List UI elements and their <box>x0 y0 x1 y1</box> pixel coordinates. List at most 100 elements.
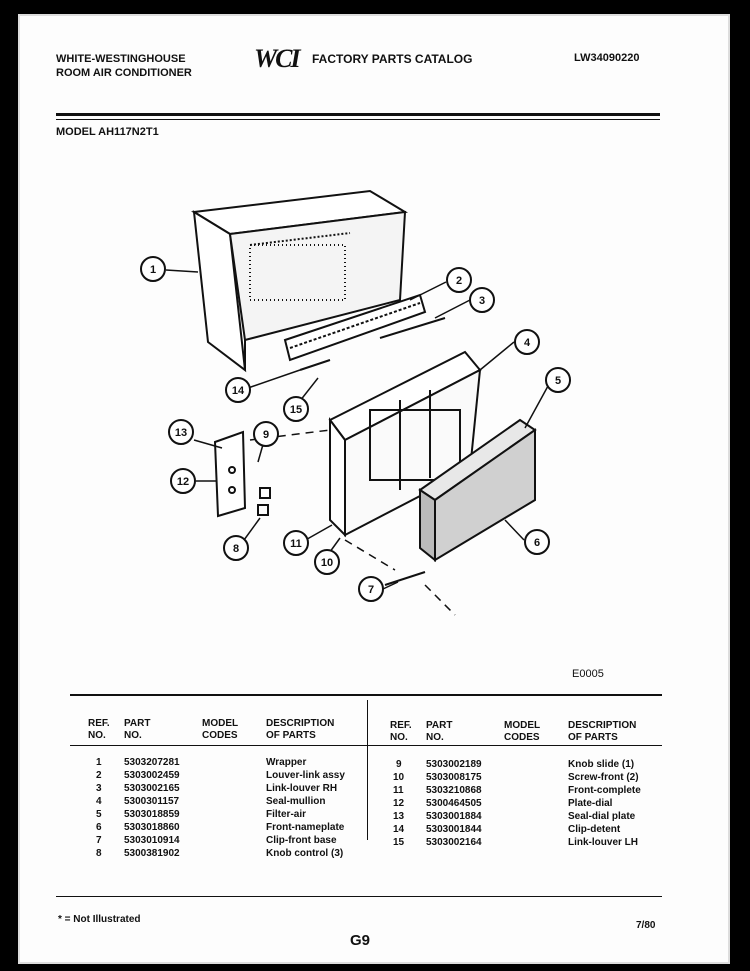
table-row-ref: 1 <box>96 757 102 768</box>
callout-13 <box>168 419 194 445</box>
table-row-part: 5303210868 <box>426 785 482 796</box>
table-row-ref: 4 <box>96 796 102 807</box>
callout-bubbles <box>140 256 571 602</box>
col-ref-right: REF. NO. <box>390 720 412 743</box>
table-column-divider <box>367 700 368 840</box>
wci-logo: WCI <box>254 44 301 73</box>
table-row-part: 5303008175 <box>426 772 482 783</box>
brand-block: WHITE-WESTINGHOUSE ROOM AIR CONDITIONER <box>56 52 192 80</box>
not-illustrated-note: * = Not Illustrated <box>58 914 141 925</box>
table-row-part: 5303002164 <box>426 837 482 848</box>
revision-date: 7/80 <box>636 920 656 931</box>
table-row-ref: 12 <box>393 798 405 809</box>
table-row-ref: 8 <box>96 848 102 859</box>
table-row-ref: 15 <box>393 837 405 848</box>
figure-reference: E0005 <box>572 668 604 680</box>
table-row-ref: 9 <box>396 759 402 770</box>
header-rule <box>56 113 660 116</box>
brand-name: WHITE-WESTINGHOUSE <box>56 53 186 65</box>
control-knob-part <box>257 487 271 516</box>
table-row-part: 5300464505 <box>426 798 482 809</box>
table-row-desc: Seal-mullion <box>266 796 326 807</box>
table-row-desc: Clip-detent <box>568 824 621 835</box>
table-row-desc: Seal-dial plate <box>568 811 636 822</box>
document-number: LW34090220 <box>574 52 640 64</box>
louver-assembly-part <box>283 293 446 371</box>
callout-14 <box>225 377 251 403</box>
callout-label-7: 7 <box>368 584 374 596</box>
callout-label-9: 9 <box>263 429 269 441</box>
footer-rule <box>56 896 662 897</box>
table-row-part: 5303002165 <box>124 783 180 794</box>
table-row-desc: Link-louver LH <box>568 837 639 848</box>
table-row-desc: Knob control (3) <box>266 848 344 859</box>
air-filter-part <box>418 418 537 563</box>
table-row-desc: Clip-front base <box>266 835 337 846</box>
callout-6 <box>524 529 550 555</box>
table-row-part: 5300381902 <box>124 848 180 859</box>
col-ref-left: REF. NO. <box>88 718 110 741</box>
product-type: ROOM AIR CONDITIONER <box>56 67 192 79</box>
callout-label-10: 10 <box>321 557 333 569</box>
callout-8 <box>223 535 249 561</box>
col-desc-right: DESCRIPTION OF PARTS <box>568 720 637 743</box>
callout-label-5: 5 <box>555 375 561 387</box>
callout-9 <box>253 421 279 447</box>
table-row-part: 5303002459 <box>124 770 180 781</box>
callout-label-8: 8 <box>233 543 239 555</box>
callout-7 <box>358 576 384 602</box>
clip-part <box>384 571 426 586</box>
callout-3 <box>469 287 495 313</box>
table-row-desc: Front-complete <box>568 785 641 796</box>
callout-10 <box>314 549 340 575</box>
table-row-ref: 14 <box>393 824 405 835</box>
table-row-desc: Plate-dial <box>568 798 613 809</box>
callout-12 <box>170 468 196 494</box>
callout-label-2: 2 <box>456 275 462 287</box>
header-rule-thin <box>56 119 660 120</box>
table-row-part: 5300301157 <box>124 796 180 807</box>
table-top-rule <box>70 694 662 696</box>
model-number: MODEL AH117N2T1 <box>56 126 159 138</box>
table-row-part: 5303018859 <box>124 809 180 820</box>
table-row-desc: Screw-front (2) <box>568 772 639 783</box>
table-row-ref: 5 <box>96 809 102 820</box>
table-row-ref: 13 <box>393 811 405 822</box>
table-row-part: 5303001844 <box>426 824 482 835</box>
callout-label-12: 12 <box>177 476 189 488</box>
col-part-left: PART NO. <box>124 718 151 741</box>
col-model-left: MODEL CODES <box>202 718 239 741</box>
col-desc-left: DESCRIPTION OF PARTS <box>266 718 335 741</box>
table-row-part: 5303018860 <box>124 822 180 833</box>
callout-label-13: 13 <box>175 427 187 439</box>
table-row-part: 5303002189 <box>426 759 482 770</box>
table-row-desc: Front-nameplate <box>266 822 345 833</box>
table-row-ref: 2 <box>96 770 102 781</box>
table-row-desc: Link-louver RH <box>266 783 338 794</box>
callout-label-14: 14 <box>232 385 245 397</box>
callout-label-3: 3 <box>479 295 485 307</box>
table-header-rule <box>70 745 662 746</box>
table-row-ref: 3 <box>96 783 102 794</box>
callout-1 <box>140 256 166 282</box>
callout-4 <box>514 329 540 355</box>
callout-label-6: 6 <box>534 537 540 549</box>
table-row-part: 5303207281 <box>124 757 180 768</box>
table-row-desc: Louver-link assy <box>266 770 345 781</box>
table-row-part: 5303010914 <box>124 835 180 846</box>
table-row-ref: 6 <box>96 822 102 833</box>
table-row-part: 5303001884 <box>426 811 482 822</box>
callout-label-4: 4 <box>524 337 531 349</box>
table-row-desc: Knob slide (1) <box>568 759 635 770</box>
table-row-desc: Filter-air <box>266 809 307 820</box>
col-part-right: PART NO. <box>426 720 453 743</box>
callout-label-11: 11 <box>290 538 302 550</box>
table-row-ref: 10 <box>393 772 405 783</box>
callout-15 <box>283 396 309 422</box>
callout-2 <box>446 267 472 293</box>
table-row-ref: 7 <box>96 835 102 846</box>
col-model-right: MODEL CODES <box>504 720 541 743</box>
callout-5 <box>545 367 571 393</box>
table-row-ref: 11 <box>393 785 404 796</box>
page-number: G9 <box>350 932 371 949</box>
